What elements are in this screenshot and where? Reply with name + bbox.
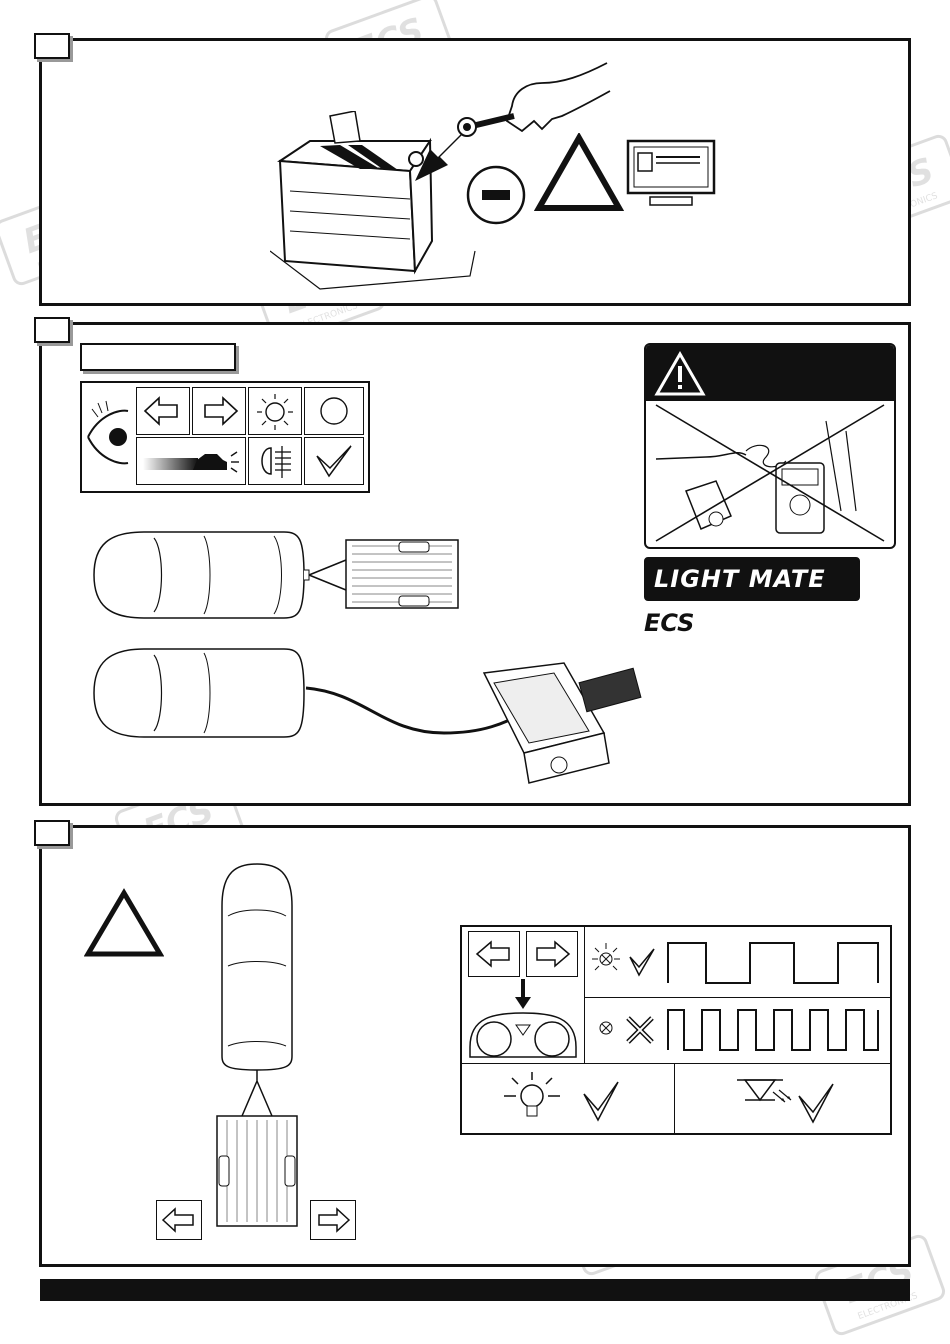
arrow-right-box [526, 931, 578, 977]
car-trailer-icon [84, 520, 474, 630]
lightmate-logo: LIGHT MATE [644, 557, 860, 601]
step-3-tab [34, 820, 70, 846]
blank-lamp-icon [305, 388, 363, 434]
left-indicator-box [156, 1200, 202, 1240]
arrow-left-box [468, 931, 520, 977]
label-box [80, 343, 236, 371]
minus-terminal-icon [462, 161, 532, 231]
warning-triangle-icon [534, 133, 624, 213]
headlight-icon [137, 438, 245, 484]
checkmark-icon [795, 1080, 835, 1124]
blink-signal-fast-icon [666, 1004, 882, 1054]
led-cell [675, 1064, 890, 1133]
step-2-panel: LIGHT MATE ECS [39, 322, 911, 806]
warning-test-tools-icon [646, 401, 894, 547]
dashboard-cell [462, 927, 585, 1064]
radio-display-icon [626, 139, 716, 211]
checkmark-icon [580, 1078, 620, 1122]
cell-brake-light [248, 387, 302, 435]
arrow-left-icon [137, 388, 189, 434]
signal-table [460, 925, 892, 1135]
fog-light-icon [249, 438, 301, 484]
car-tester-icon [84, 643, 644, 793]
warning-triangle-icon [84, 888, 164, 958]
bulb-ok-icon [590, 941, 624, 977]
blink-signal-normal-icon [666, 937, 882, 987]
arrow-right-icon [527, 932, 577, 976]
car-trailer-top-icon [202, 856, 312, 1241]
signal-row-normal [584, 927, 890, 998]
arrow-right-icon [193, 388, 245, 434]
bulb-fail-icon [594, 1016, 618, 1040]
warning-triangle-icon [654, 351, 706, 397]
arrow-left-icon [157, 1201, 201, 1239]
cell-arrow-right [192, 387, 246, 435]
light-check-grid [80, 381, 370, 493]
step-1-tab [34, 33, 70, 59]
checkmark-icon [626, 947, 656, 977]
brake-light-icon [249, 388, 301, 434]
cell-fog-light [248, 437, 302, 485]
arrow-right-icon [311, 1201, 355, 1239]
signal-row-fast [584, 998, 890, 1064]
eye-icon [84, 397, 132, 477]
cell-headlight [136, 437, 246, 485]
warning-tools-box [644, 343, 896, 549]
step-2-tab [34, 317, 70, 343]
footer-bar [40, 1279, 910, 1301]
checkmark-icon [305, 438, 363, 484]
arrow-left-icon [469, 932, 519, 976]
cell-blank-lamp [304, 387, 364, 435]
ecs-logo: ECS [644, 609, 694, 637]
step-3-panel [39, 825, 911, 1267]
bulb-cell [462, 1064, 675, 1133]
step-1-panel [39, 38, 911, 306]
bulb-icon [498, 1070, 568, 1130]
dashboard-icon [464, 977, 582, 1061]
lightmate-logo-text: LIGHT MATE [646, 565, 826, 593]
right-indicator-box [310, 1200, 356, 1240]
cell-arrow-left [136, 387, 190, 435]
cell-check [304, 437, 364, 485]
fail-x-icon [624, 1014, 656, 1046]
led-icon [735, 1070, 795, 1120]
